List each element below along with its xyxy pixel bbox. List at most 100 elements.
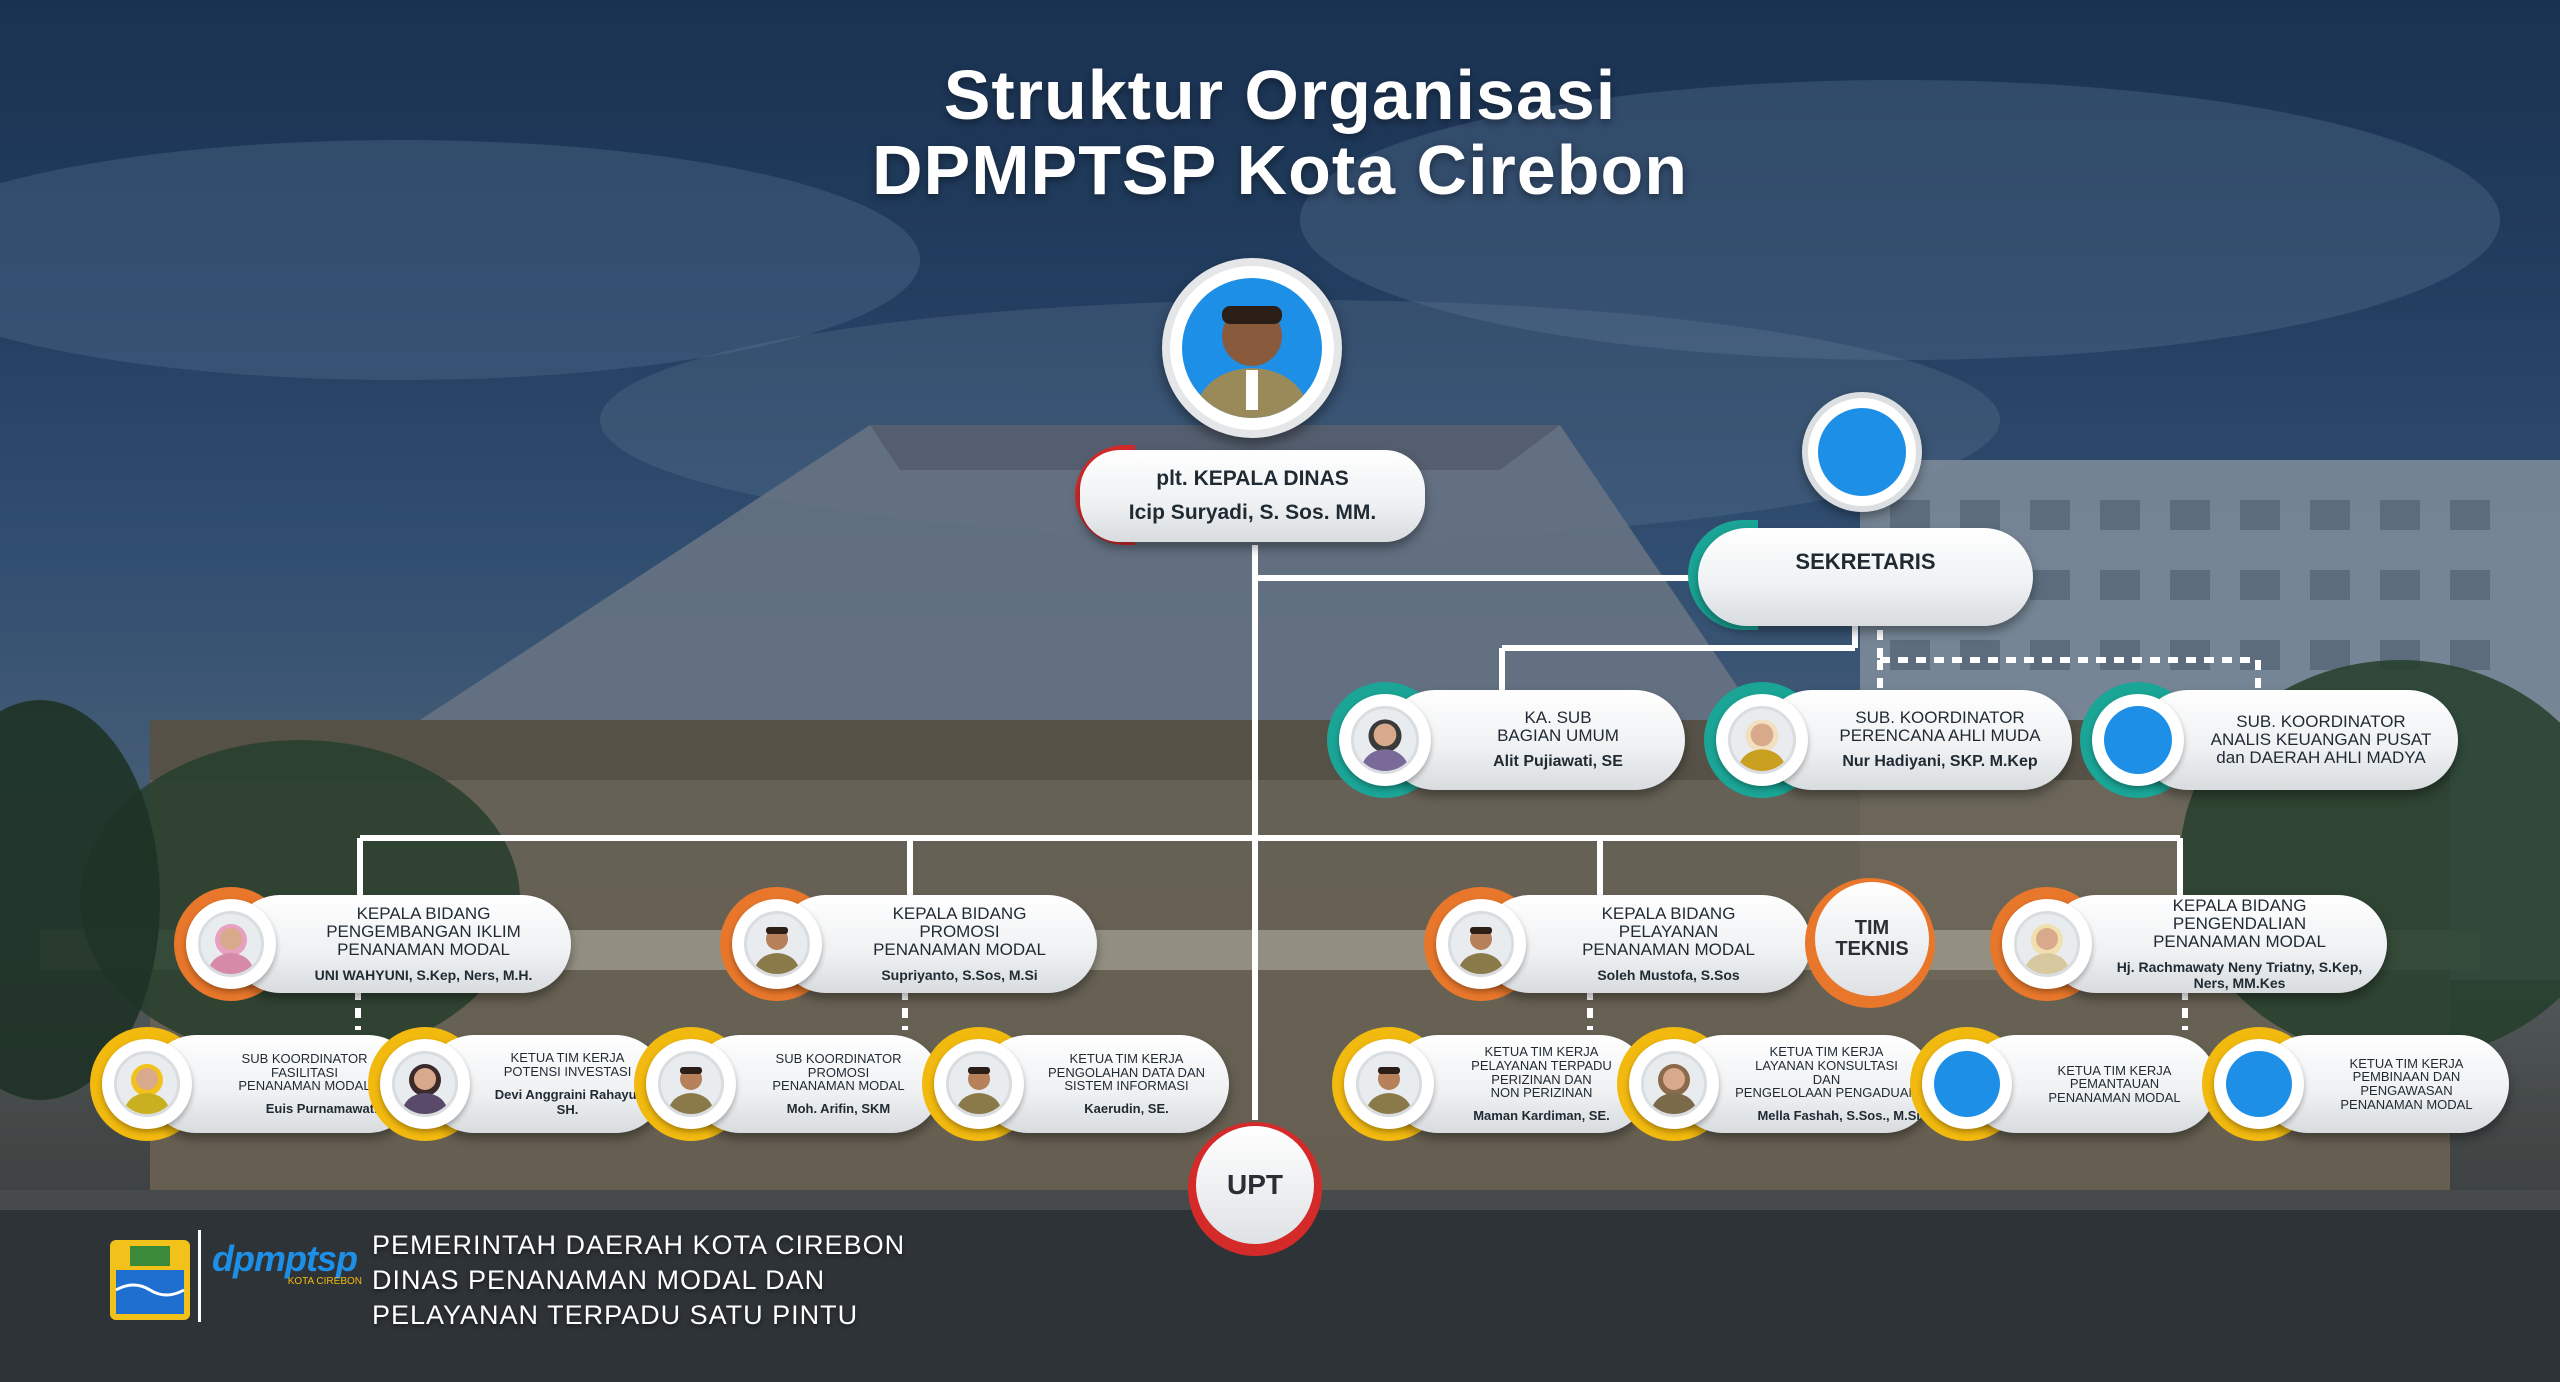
sub-bidang-card-role-line: PENANAMAN MODAL: [238, 1078, 371, 1094]
sub-bidang-card-name: Moh. Arifin, SKM: [786, 1100, 891, 1116]
bidang-card-role-line: PENANAMAN MODAL: [873, 939, 1046, 959]
person-icon: [1365, 1067, 1413, 1114]
city-emblem-icon: [110, 1240, 190, 1320]
footer-line3: PELAYANAN TERPADU SATU PINTU: [372, 1300, 859, 1330]
sub-bidang-card-avatar: [658, 1051, 724, 1117]
sub-bidang-card-role-line: KETUA TIM KERJA: [1069, 1051, 1184, 1067]
kepala-avatar: [1182, 278, 1322, 418]
sub-sekretariat-card-avatar: [1728, 706, 1796, 774]
sub-bidang-card-role-line: SUB KOORDINATOR: [241, 1051, 368, 1067]
bidang-card-role-line: KEPALA BIDANG: [356, 904, 491, 924]
bidang-card-role-line: PENANAMAN MODAL: [2153, 931, 2326, 951]
bidang-card-role-line: PENGENDALIAN: [2172, 914, 2307, 934]
bidang-card-avatar: [1448, 911, 1514, 977]
sub-bidang-card-name: Maman Kardiman, SE.: [1473, 1107, 1610, 1123]
bidang-card-role-line: PENANAMAN MODAL: [337, 939, 510, 959]
dpmptsp-logo-sub: KOTA CIREBON: [287, 1276, 362, 1287]
sub-bidang-card-placeholder-icon: [2226, 1051, 2292, 1117]
sub-sekretariat-card-role-line: BAGIAN UMUM: [1497, 726, 1619, 745]
sub-sekretariat-card-placeholder-icon: [2104, 706, 2172, 774]
sekretaris-placeholder-icon: [1818, 408, 1906, 496]
sub-sekretariat-card-role-line: KA. SUB: [1524, 708, 1592, 728]
bidang-card-role-line: PROMOSI: [919, 922, 1000, 942]
bidang-card-name: Hj. Rachmawaty Neny Triatny, S.Kep, Ners…: [2116, 958, 2363, 991]
sub-bidang-card-avatar: [1641, 1051, 1707, 1117]
sub-bidang-card-role-line: PENGOLAHAN DATA DAN: [1048, 1064, 1205, 1080]
sub-bidang-card-role-line: PROMOSI: [807, 1064, 870, 1080]
person-icon: [667, 1067, 715, 1114]
sub-bidang-card-role-line: FASILITASI: [271, 1064, 338, 1080]
kepala-dinas-box: plt. KEPALA DINAS Icip Suryadi, S. Sos. …: [1080, 450, 1425, 542]
sub-bidang-card-avatar: [114, 1051, 180, 1117]
sub-bidang-card-role-line: KETUA TIM KERJA: [1769, 1044, 1884, 1060]
person-icon: [123, 1064, 171, 1114]
bidang-card-role-line: PENANAMAN MODAL: [1582, 939, 1755, 959]
sub-bidang-card-name: Euis Purnamawati, SH: [265, 1100, 403, 1116]
footer-line2: DINAS PENANAMAN MODAL DAN: [372, 1265, 826, 1295]
dpmptsp-logo-text: dpmptsp: [212, 1238, 358, 1279]
bidang-card-role-line: KEPALA BIDANG: [1601, 904, 1736, 924]
person-icon: [401, 1064, 449, 1114]
sub-sekretariat-card-role-line: SUB. KOORDINATOR: [2236, 712, 2406, 732]
sub-sekretariat-card-role-line: ANALIS KEUANGAN PUSAT: [2210, 730, 2432, 750]
sub-bidang-card-role-line: POTENSI INVESTASI: [503, 1064, 632, 1079]
page-title-line2: DPMPTSP Kota Cirebon: [871, 131, 1688, 209]
footer-divider: [198, 1230, 201, 1322]
sub-bidang-card-role-line: PERIZINAN DAN: [1491, 1071, 1592, 1087]
sub-sekretariat-card-name: Nur Hadiyani, SKP. M.Kep: [1842, 752, 2038, 770]
person-icon: [1457, 927, 1505, 974]
bidang-card-role-line: PELAYANAN: [1618, 922, 1719, 942]
sub-bidang-card-role-line: SUB KOORDINATOR: [775, 1051, 902, 1067]
sekretaris-box: SEKRETARIS: [1698, 528, 2033, 626]
sub-bidang-card-role-line: DAN: [1812, 1071, 1841, 1087]
bidang-card-name: Soleh Mustofa, S.Sos: [1597, 966, 1740, 983]
sub-sekretariat-card-role-line: SUB. KOORDINATOR: [1855, 708, 2025, 728]
kepala-name: Icip Suryadi, S. Sos. MM.: [1128, 501, 1377, 524]
person-icon: [1737, 719, 1787, 771]
page-title-line1: Struktur Organisasi: [943, 56, 1617, 134]
bidang-card-role-line: PENGEMBANGAN IKLIM: [326, 922, 521, 942]
bidang-card-name: UNI WAHYUNI, S.Kep, Ners, M.H.: [314, 966, 533, 983]
sub-sekretariat-card-name: Alit Pujiawati, SE: [1493, 752, 1623, 770]
person-icon: [207, 924, 255, 974]
footer-line1: PEMERINTAH DAERAH KOTA CIREBON: [372, 1230, 906, 1260]
sub-bidang-card-role-line: NON PERIZINAN: [1490, 1085, 1593, 1101]
sekretaris-role: SEKRETARIS: [1795, 549, 1936, 574]
bidang-card-avatar: [198, 911, 264, 977]
sub-bidang-card-role-line: PELAYANAN TERPADU: [1471, 1057, 1612, 1073]
sub-bidang-card-avatar: [1356, 1051, 1422, 1117]
tim-teknis-label: TIM TEKNIS: [1815, 882, 1929, 996]
sub-bidang-card-role-line: PENGAWASAN: [2360, 1083, 2453, 1098]
kepala-role: plt. KEPALA DINAS: [1156, 467, 1349, 490]
sub-bidang-card-role-line: PENGELOLAAN PENGADUAN: [1735, 1085, 1918, 1101]
person-icon: [753, 927, 801, 974]
bidang-card-role-line: KEPALA BIDANG: [2172, 896, 2307, 916]
sub-bidang-card-role-line: SISTEM INFORMASI: [1064, 1078, 1189, 1094]
sub-bidang-card-role-line: PEMANTAUAN: [2069, 1076, 2160, 1092]
person-icon: [955, 1067, 1003, 1114]
sub-bidang-card-name: Kaerudin, SE.: [1084, 1100, 1169, 1116]
dpmptsp-logo: dpmptsp KOTA CIREBON: [212, 1238, 362, 1318]
person-icon: [1650, 1064, 1698, 1114]
person-icon: [1360, 719, 1410, 771]
sub-bidang-card-avatar: [946, 1051, 1012, 1117]
person-icon: [1192, 306, 1312, 418]
sub-bidang-card-role-line: PEMBINAAN DAN: [2352, 1069, 2461, 1085]
bidang-card-role-line: KEPALA BIDANG: [892, 904, 1027, 924]
bidang-card-name: Supriyanto, S.Sos, M.Si: [881, 966, 1038, 983]
sub-bidang-card-role-line: KETUA TIM KERJA: [510, 1050, 625, 1066]
sub-bidang-card-role-line: KETUA TIM KERJA: [2057, 1062, 2172, 1078]
